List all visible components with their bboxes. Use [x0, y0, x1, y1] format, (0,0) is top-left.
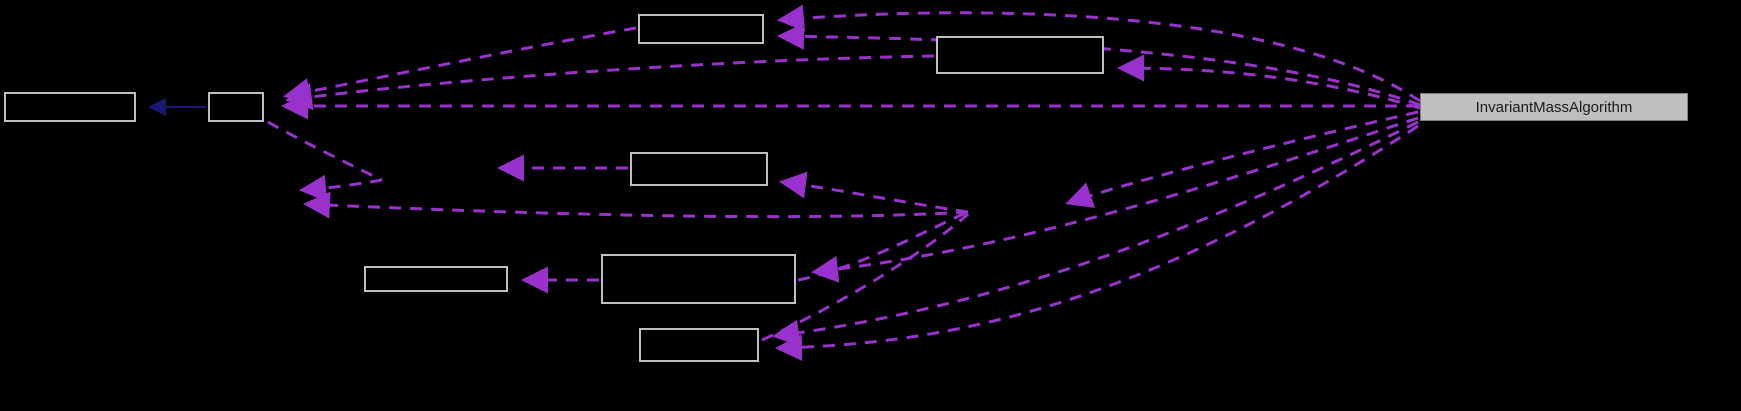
edge-usage-n8-n7-lower [775, 124, 1419, 361]
edge-usage-n8-n6 [811, 116, 1419, 283]
edge-usage-n8-n4 [1065, 110, 1419, 208]
graph-node-1[interactable] [208, 92, 264, 122]
graph-node-0[interactable] [4, 92, 136, 122]
edge-usage-n8-n3 [1117, 54, 1421, 110]
edge-usage-n1-branch-down-a [267, 120, 383, 182]
edge-usage-hub-to-n4 [779, 171, 969, 214]
graph-node-invariant-mass-algorithm-label: InvariantMassAlgorithm [1475, 98, 1633, 116]
edge-usage-n3-n1 [285, 54, 935, 111]
graph-node-3[interactable] [936, 36, 1104, 74]
graph-node-6[interactable] [601, 254, 796, 304]
graph-node-5[interactable] [364, 266, 508, 292]
edge-usage-hub-to-n1-b [303, 191, 969, 219]
graph-node-2[interactable] [638, 14, 764, 44]
edge-usage-tail-to-n1-a [299, 174, 383, 202]
graph-node-7[interactable] [639, 328, 759, 362]
edge-usage-n6-hub [797, 210, 969, 282]
graph-node-invariant-mass-algorithm[interactable]: InvariantMassAlgorithm [1420, 93, 1688, 121]
edge-usage-n2-n1 [283, 26, 637, 105]
graph-node-4[interactable] [630, 152, 768, 186]
edge-usage-n8-n7-upper [772, 120, 1419, 347]
